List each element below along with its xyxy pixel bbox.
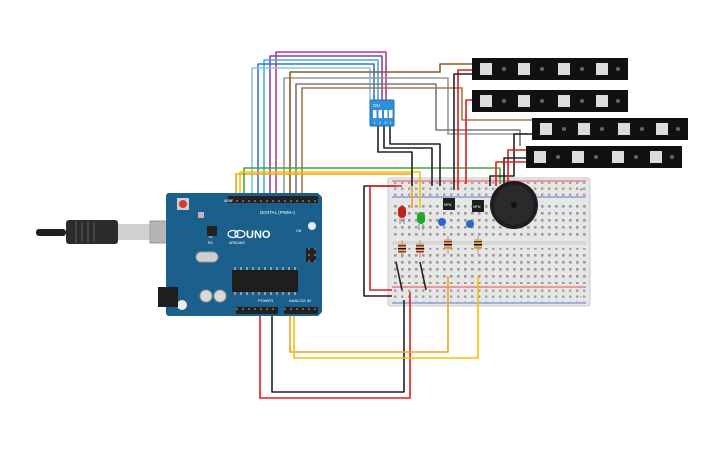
aref-label: AREF	[224, 199, 233, 203]
transistor-1-label: NPN	[444, 203, 452, 207]
wire-np-black-3[interactable]	[503, 157, 528, 186]
transistor-2-label: NPN	[473, 205, 481, 209]
diode-1[interactable]	[438, 218, 446, 226]
breadboard-bottom-half	[392, 248, 586, 284]
neopixel-strip-4[interactable]	[526, 146, 682, 168]
analog-header	[284, 307, 318, 314]
neopixel-strip-3[interactable]	[532, 118, 688, 140]
usb-cable[interactable]	[36, 220, 189, 244]
wire-blue[interactable]	[257, 63, 375, 200]
resistor-3[interactable]	[444, 236, 452, 254]
on-label: ON	[296, 229, 302, 233]
wire-5v-red-bottom[interactable]	[259, 292, 411, 399]
wire-np-black-2[interactable]	[489, 133, 534, 186]
wire-power-red-left[interactable]	[369, 185, 402, 291]
analog-label: ANALOG IN	[289, 298, 311, 303]
rail-plus-label: +	[580, 187, 583, 193]
dip-num-1: 1	[374, 121, 376, 125]
diode-2[interactable]	[466, 220, 474, 228]
wire-cyan[interactable]	[263, 59, 379, 200]
wire-dip-black-2[interactable]	[383, 124, 433, 186]
uno-logo: UNO	[246, 229, 271, 241]
power-label: POWER	[258, 298, 273, 303]
dip-switch-on-label: ON	[373, 103, 380, 108]
dip-num-4: 4	[390, 121, 392, 125]
resistor-1[interactable]	[398, 240, 406, 258]
reset-button[interactable]	[179, 200, 187, 208]
wire-jumper-black-2[interactable]	[419, 261, 427, 291]
neopixel-strip-1[interactable]	[472, 58, 628, 80]
transistor-1[interactable]: NPN	[443, 198, 455, 210]
digital-header	[228, 196, 318, 203]
wire-np-black-1[interactable]	[453, 73, 474, 190]
wires	[235, 51, 534, 399]
resistor-4[interactable]	[474, 236, 482, 254]
wire-dip-black-1[interactable]	[377, 124, 413, 186]
wire-np-red-3[interactable]	[507, 149, 534, 186]
rx-label: RX	[208, 241, 214, 245]
wire-a0-orange-bottom[interactable]	[289, 276, 449, 353]
wire-yellow-top[interactable]	[239, 171, 421, 208]
neopixel-strip-2[interactable]	[472, 90, 628, 112]
bottom-power-rail	[392, 288, 586, 302]
dip-num-2: 2	[379, 121, 381, 125]
dip-switch[interactable]: ON 1 2 3 4	[369, 99, 395, 127]
digital-label: DIGITAL (PWM~)	[260, 210, 295, 215]
led-green[interactable]	[417, 212, 425, 230]
wire-grey-2[interactable]	[295, 83, 521, 200]
arduino-uno[interactable]: DIGITAL (PWM~) AREF UNO ARDUINO L TX RX …	[158, 193, 322, 316]
wire-magenta[interactable]	[275, 51, 387, 200]
wire-brown-2[interactable]	[301, 87, 534, 200]
wire-dip-black-3[interactable]	[389, 124, 441, 186]
top-power-rail	[392, 182, 586, 196]
power-jack[interactable]	[158, 287, 178, 307]
led-red[interactable]	[398, 206, 406, 224]
wire-orange-top[interactable]	[235, 173, 413, 208]
dip-num-3: 3	[385, 121, 387, 125]
rail-minus-label: -	[580, 294, 582, 300]
wire-brown-1[interactable]	[289, 63, 474, 200]
breadboard: + -	[387, 177, 591, 307]
resistor-2[interactable]	[416, 240, 424, 258]
wire-np-red-1[interactable]	[457, 69, 474, 190]
arduino-brand: ARDUINO	[229, 241, 245, 245]
power-header	[236, 307, 278, 314]
atmega-chip	[232, 270, 298, 292]
transistor-2[interactable]: NPN	[472, 200, 484, 212]
wire-grey-1[interactable]	[283, 77, 528, 200]
wire-np-red-2[interactable]	[465, 99, 474, 184]
wire-jumper-black-1[interactable]	[395, 261, 403, 291]
wire-np-red-4[interactable]	[495, 161, 526, 186]
piezo-buzzer[interactable]	[490, 181, 538, 229]
tx-label: TX	[208, 235, 213, 239]
wire-a1-yellow-bottom[interactable]	[293, 276, 479, 359]
wire-gnd-black-bottom[interactable]	[271, 300, 405, 393]
